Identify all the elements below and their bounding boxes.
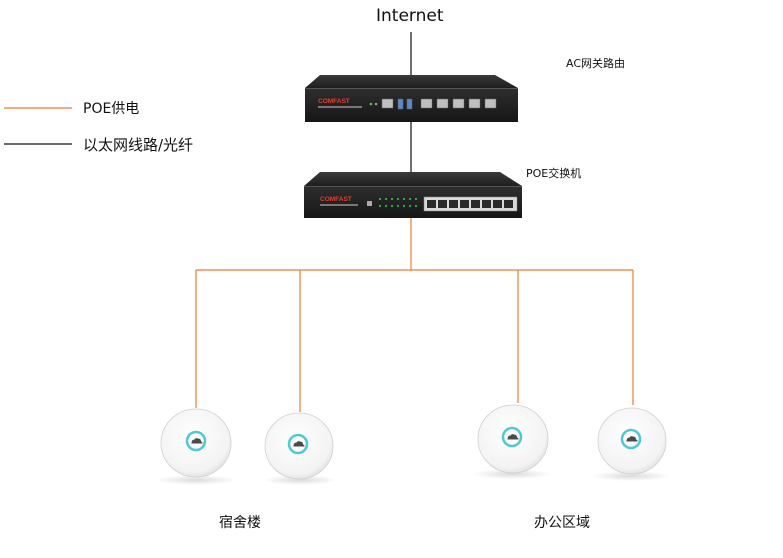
poe-switch: COMFAST [304,172,522,218]
cloud-wifi-icon [191,438,203,444]
ac-gateway-router: COMFAST [305,75,518,122]
router-label: AC网关路由 [566,57,626,70]
office-label: 办公区域 [534,515,590,531]
access-point-office-1 [472,404,552,479]
access-point-office-2 [591,407,671,481]
router-ports [381,98,497,110]
switch-leds [379,198,417,207]
switch-label: POE交换机 [526,167,582,180]
cloud-wifi-icon [626,436,638,442]
legend-ethernet-label: 以太网线路/光纤 [83,136,194,154]
switch-brand-text: COMFAST [320,196,352,203]
poe-distribution-lines [195,218,634,412]
switch-ports [423,196,518,212]
internet-label: Internet [376,6,444,26]
dorm-label: 宿舍楼 [219,515,261,531]
router-brand-text: COMFAST [318,98,350,105]
access-point-dorm-1 [156,408,236,485]
legend-poe-label: POE供电 [83,101,140,117]
access-point-dorm-2 [262,412,338,485]
cloud-wifi-icon [293,441,305,447]
cloud-wifi-icon [507,434,519,440]
